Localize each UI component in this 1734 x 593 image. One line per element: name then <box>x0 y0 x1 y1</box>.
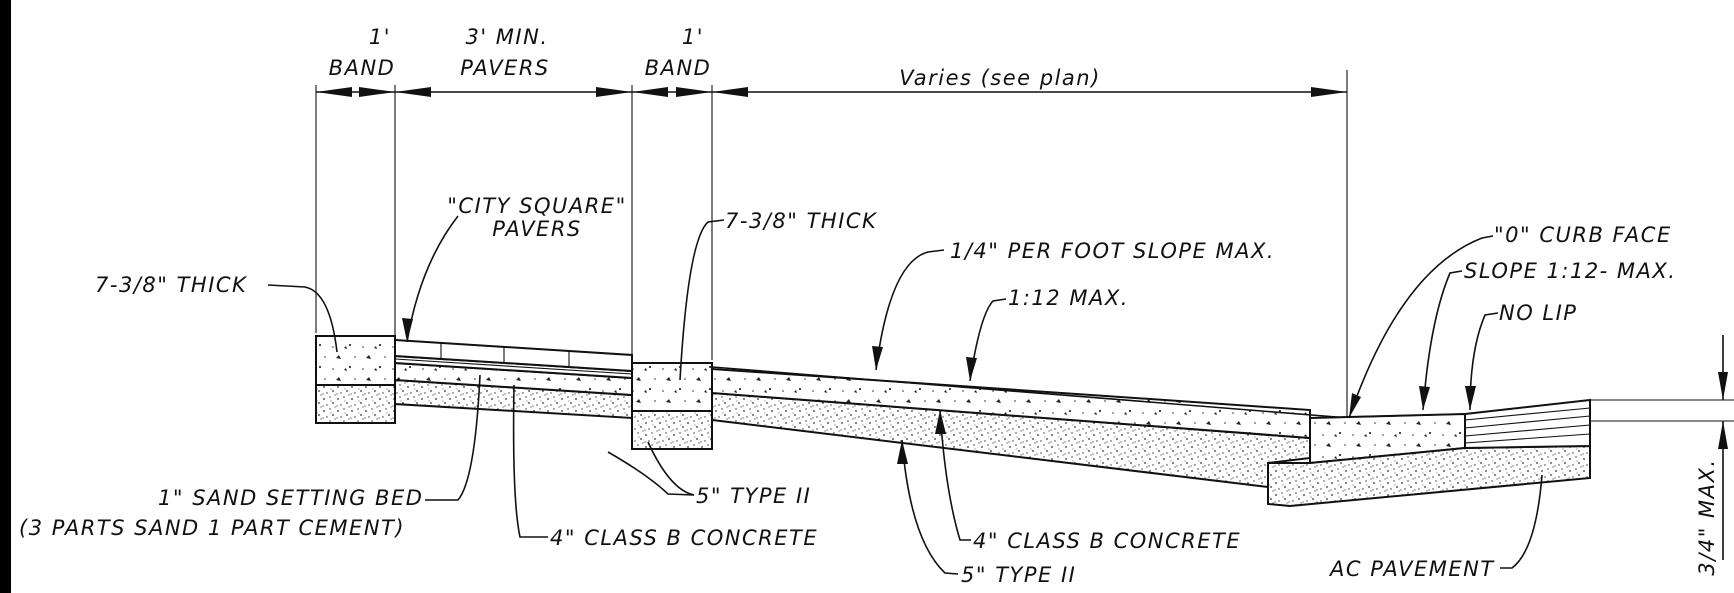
dim-band-right-length: 1' <box>682 25 704 49</box>
dim-varies-label: Varies (see plan) <box>899 66 1101 90</box>
sloped-sidewalk-slab <box>711 366 1350 489</box>
dim-band-left-label: BAND <box>329 56 396 80</box>
dim-pavers-label: PAVERS <box>460 56 550 80</box>
right-band-block <box>631 362 713 450</box>
callout-city-square-pavers: PAVERS <box>492 217 582 241</box>
callout-thick-mid: 7-3/8" THICK <box>725 209 878 233</box>
dim-lip-max-label: 3/4" MAX. <box>1695 458 1719 575</box>
callout-curb-face: "0" CURB FACE <box>1494 223 1672 247</box>
dim-band-left-length: 1' <box>369 25 391 49</box>
callout-type2-right: 5" TYPE II <box>961 563 1076 587</box>
left-band-block <box>315 335 396 424</box>
dimension-lines <box>315 70 1734 560</box>
callout-class-b-left: 4" CLASS B CONCRETE <box>550 526 818 550</box>
callout-sand-bed: 1" SAND SETTING BED <box>158 486 423 510</box>
callout-class-b-right: 4" CLASS B CONCRETE <box>973 529 1241 553</box>
callout-type2-left: 5" TYPE II <box>696 484 811 508</box>
left-border-bar <box>0 0 11 593</box>
curb-ramp <box>1267 398 1591 508</box>
callout-thick-left: 7-3/8" THICK <box>95 273 248 297</box>
dim-pavers-length: 3' MIN. <box>465 25 548 49</box>
callout-no-lip: NO LIP <box>1499 301 1577 325</box>
callout-slope-ramp: SLOPE 1:12- MAX. <box>1464 259 1676 283</box>
leader-lines <box>267 215 1543 575</box>
callout-ac-pavement: AC PAVEMENT <box>1328 557 1495 581</box>
callout-slope-quarter: 1/4" PER FOOT SLOPE MAX. <box>950 239 1275 263</box>
callout-city-square: "CITY SQUARE" <box>447 194 626 218</box>
dim-band-right-label: BAND <box>645 56 712 80</box>
callout-sand-bed-mix: (3 PARTS SAND 1 PART CEMENT) <box>19 516 405 540</box>
callout-ratio-max: 1:12 MAX. <box>1008 286 1129 310</box>
